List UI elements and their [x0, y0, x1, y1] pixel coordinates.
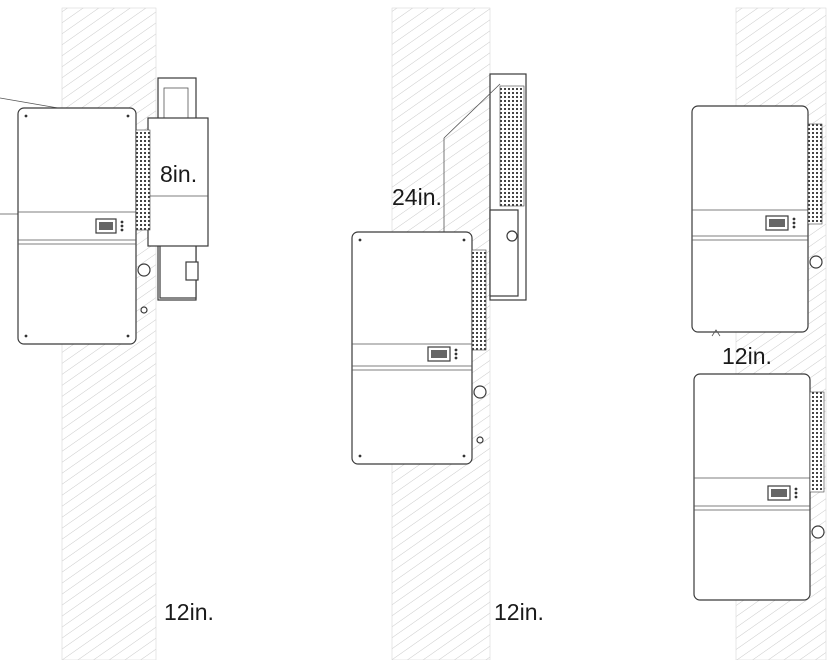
side-clearance-label: 8in. [160, 161, 197, 187]
bottom-clearance-middle-label: 12in. [494, 599, 544, 625]
dc-switch [811, 525, 825, 539]
right-upper-inverter [691, 105, 823, 337]
dc-switch [809, 255, 823, 269]
between-clearance-label: 12in. [722, 343, 772, 369]
left-rear-inverter [0, 77, 209, 301]
dc-switch [137, 263, 151, 277]
dc-switch [473, 385, 487, 399]
left-front-inverter [17, 107, 151, 345]
middle-upper-inverter [443, 73, 527, 301]
top-clearance-label: 24in. [392, 184, 442, 210]
bottom-clearance-left-label: 12in. [164, 599, 214, 625]
right-lower-inverter [693, 373, 825, 601]
middle-lower-inverter [351, 231, 487, 465]
